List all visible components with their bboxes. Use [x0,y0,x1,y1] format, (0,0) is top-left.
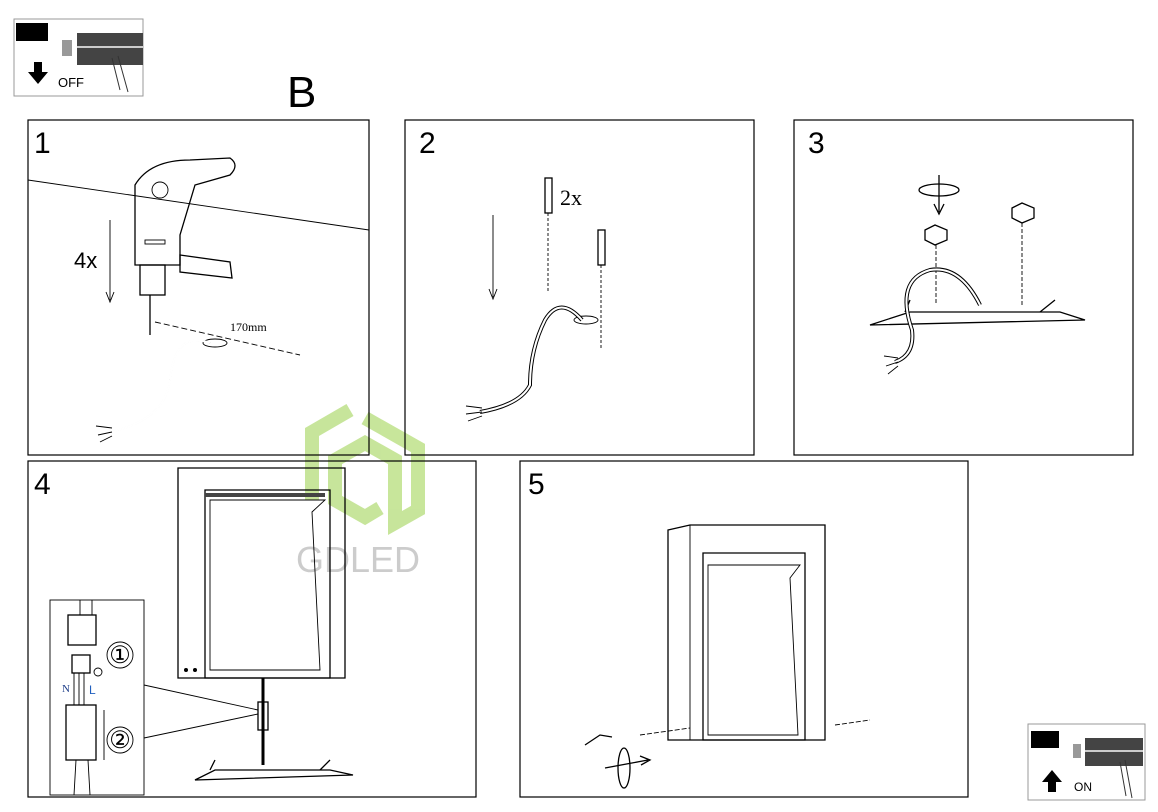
step-c-power-on: C ON [1027,723,1146,801]
bollard-light-icon [667,524,826,741]
step-a-label: OFF [58,75,84,90]
ground-icon [93,667,103,677]
arrow-down-icon [28,62,48,84]
screw-anchor-icon [544,177,606,350]
panel-1-dimension: 170mm [230,320,267,334]
bollard-light-icon [177,467,346,679]
section-title: B [287,68,316,117]
panel-4-wiring: 4 ① ② N L [27,460,477,798]
connector-detail [65,600,105,796]
rotate-arrow-icon [918,175,960,216]
panel-5-number: 5 [528,468,545,501]
rotate-arrow-icon [604,747,652,789]
breaker-panel-icon [1073,738,1143,799]
arrow-up-icon [1042,770,1062,792]
wire-label-l: L [89,683,96,697]
watermark-logo: GDLED [296,403,425,580]
wire-label-n: N [62,683,70,695]
nut-icon [924,202,1035,246]
panel-2-anchors: 2 2x [404,119,755,456]
panel-1-number: 1 [34,127,51,160]
panel-2-number: 2 [419,127,436,160]
panel-1-quantity: 4x [74,248,97,273]
callout-1: ① [109,643,131,669]
panel-5-fix-light: 5 [519,460,969,798]
step-c-label: ON [1074,780,1092,794]
panel-1-drill: 1 4x 170mm [27,119,370,456]
drill-icon [134,157,236,335]
panel-3-base-mount: 3 [793,119,1134,456]
callout-2: ② [109,728,131,754]
step-a-power-off: A OFF [13,18,144,97]
panel-4-number: 4 [34,468,51,501]
breaker-panel-icon [62,33,143,93]
step-a-badge: A [27,25,37,40]
watermark-text: GDLED [296,539,420,580]
step-c-badge: C [1041,733,1050,747]
panel-3-number: 3 [808,127,825,160]
panel-2-quantity: 2x [560,185,582,210]
